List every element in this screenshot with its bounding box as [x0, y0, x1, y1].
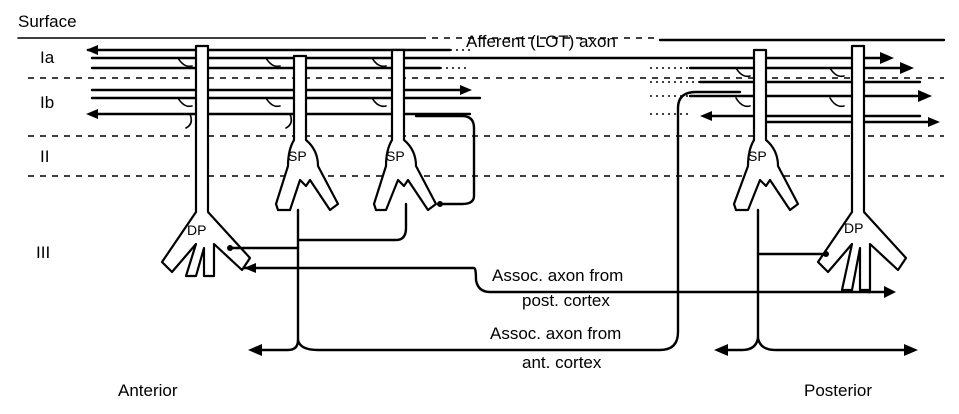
surface-label: Surface	[18, 12, 77, 31]
sp-cell-1: SP	[274, 54, 340, 212]
assoc-ant-line2: ant. cortex	[522, 353, 602, 372]
assoc-post-line1: Assoc. axon from	[492, 266, 623, 285]
layer-ib-label: Ib	[40, 93, 54, 112]
layer-iii-label: III	[36, 243, 50, 262]
posterior-label: Posterior	[804, 381, 872, 400]
layer-boundaries	[17, 37, 946, 177]
layer-ii-label: II	[40, 147, 49, 166]
association-axons	[227, 90, 918, 356]
afferent-lot-label: Afferent (LOT) axon	[466, 32, 616, 51]
afferent-axons	[86, 45, 940, 127]
dp-cell-left: DP	[160, 44, 252, 278]
assoc-post-line2: post. cortex	[522, 291, 610, 310]
sp-cell-3: SP	[732, 48, 800, 212]
sp-3-label: SP	[748, 148, 767, 164]
layer-ia-label: Ia	[40, 48, 55, 67]
sp-2-label: SP	[386, 148, 405, 164]
anterior-label: Anterior	[118, 381, 178, 400]
assoc-ant-line1: Assoc. axon from	[490, 324, 621, 343]
sp-cell-2: SP	[372, 48, 438, 212]
dp-left-label: DP	[187, 222, 206, 238]
dp-cell-right: DP	[816, 44, 908, 292]
sp-1-label: SP	[288, 148, 307, 164]
dp-right-label: DP	[844, 220, 863, 236]
